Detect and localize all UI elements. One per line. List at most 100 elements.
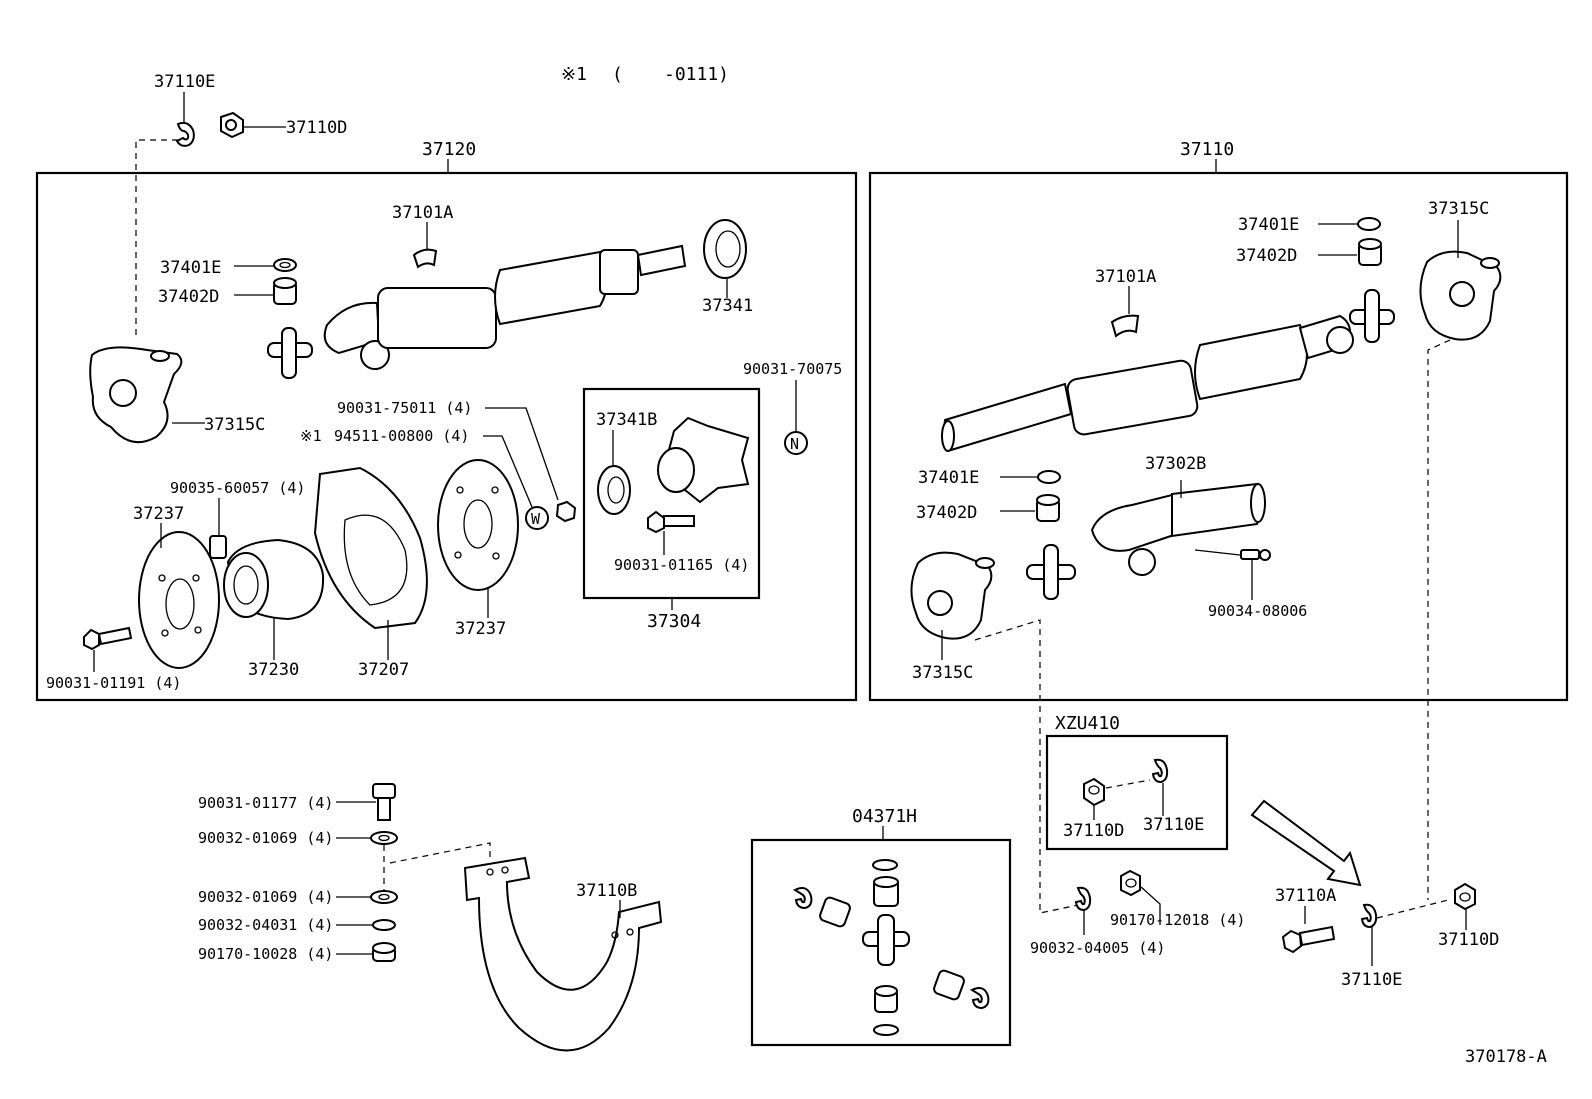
spider-kit-icon	[792, 859, 990, 1036]
sleeve-yoke-icon	[1090, 482, 1266, 576]
label-37302B: 37302B	[1145, 454, 1206, 474]
hanger-nut-icon	[372, 942, 396, 962]
label-37110A: 37110A	[1275, 886, 1336, 906]
bearing-shell-icon	[412, 248, 438, 269]
symbol-W: W	[531, 510, 541, 528]
hex-nut-top-icon	[220, 111, 244, 139]
center-bearing-bracket-icon	[313, 466, 428, 630]
nut-bottom-right-icon	[1454, 882, 1476, 911]
label-37401E-right-top: 37401E	[1238, 215, 1299, 235]
nut-bottom-mid-icon	[1120, 869, 1141, 897]
bracket-bolt-icon	[83, 626, 133, 651]
group-04371h-label: 04371H	[852, 806, 917, 827]
center-bearing-seal-icon	[597, 465, 631, 515]
lock-washer-hanger-icon	[372, 919, 396, 931]
label-37341B: 37341B	[596, 410, 657, 430]
flange-yoke-right-top-icon	[1419, 250, 1502, 341]
symbol-W-icon: W	[525, 506, 549, 530]
label-90170-12018: 90170-12018 (4)	[1110, 911, 1245, 929]
spider-kit-box	[750, 838, 1012, 1047]
label-37110D-bottom: 37110D	[1438, 930, 1499, 950]
label-90032-01069-a: 90032-01069 (4)	[198, 829, 333, 847]
lock-washer-bottom-right-icon	[1360, 903, 1378, 929]
label-37401E-left: 37401E	[160, 258, 221, 278]
flange-bolt-bottom-icon	[1281, 925, 1336, 954]
hanger-bolt-icon	[372, 783, 396, 821]
bearing-cushion-icon	[223, 538, 325, 621]
propeller-shaft-left-icon	[323, 244, 687, 370]
header-range-value: -0111)	[664, 64, 729, 85]
snap-ring-right-top-icon	[1357, 217, 1381, 231]
label-90031-01191: 90031-01191 (4)	[46, 674, 181, 692]
label-90032-04031: 90032-04031 (4)	[198, 916, 333, 934]
header-note: ※1 ( -0111)	[561, 64, 729, 85]
label-90170-10028: 90170-10028 (4)	[198, 945, 333, 963]
bearing-cup-right-low-icon	[1036, 494, 1060, 522]
washer-b-icon	[370, 890, 398, 904]
flange-yoke-left-icon	[89, 346, 183, 444]
universal-joint-spider-icon	[267, 327, 313, 379]
label-37402D-right-top: 37402D	[1236, 246, 1297, 266]
snap-ring-icon	[273, 258, 297, 272]
snap-ring-right-low-icon	[1037, 470, 1061, 484]
label-37110D-top: 37110D	[286, 118, 347, 138]
label-94511-mark: ※1	[300, 427, 322, 445]
flange-nut-icon	[555, 500, 577, 523]
propeller-shaft-right-icon	[941, 314, 1354, 452]
label-37402D-right-low: 37402D	[916, 503, 977, 523]
hex-nut-xzu-icon	[1083, 777, 1105, 807]
variant-box	[1045, 734, 1229, 851]
label-37110E-bottom: 37110E	[1341, 970, 1402, 990]
label-37110E-xzu: 37110E	[1143, 815, 1204, 835]
lock-washer-xzu-icon	[1151, 758, 1169, 784]
label-90032-01069-b: 90032-01069 (4)	[198, 888, 333, 906]
symbol-N-icon: N	[784, 431, 808, 455]
label-37401E-right-low: 37401E	[918, 468, 979, 488]
bearing-shell-right-icon	[1110, 314, 1140, 338]
label-90031-70075: 90031-70075	[743, 360, 842, 378]
direction-arrow-icon	[1250, 799, 1362, 887]
cushion-pin-icon	[209, 535, 227, 559]
lock-washer-bottom-mid-icon	[1074, 886, 1092, 912]
right-assembly-box	[868, 171, 1569, 702]
group-xzu410-label: XZU410	[1055, 713, 1120, 734]
label-90031-01177: 90031-01177 (4)	[198, 794, 333, 812]
label-37101A-right: 37101A	[1095, 267, 1156, 287]
label-37207: 37207	[358, 660, 409, 680]
diagram-code: 370178-A	[1465, 1047, 1547, 1067]
flange-yoke-right-low-icon	[910, 551, 995, 640]
left-assembly-box	[35, 171, 858, 702]
label-37110D-xzu: 37110D	[1063, 821, 1124, 841]
group-37110-label: 37110	[1180, 139, 1234, 160]
group-37120-label: 37120	[422, 139, 476, 160]
center-support-hanger-icon	[463, 856, 663, 1052]
washer-a-icon	[370, 831, 398, 845]
label-90035-60057: 90035-60057 (4)	[170, 479, 305, 497]
dust-deflector-mid-icon	[437, 459, 519, 591]
dust-deflector-left-icon	[138, 531, 220, 669]
label-94511-00800: 94511-00800 (4)	[334, 427, 469, 445]
label-90032-04005: 90032-04005 (4)	[1030, 939, 1165, 957]
label-90031-01165: 90031-01165 (4)	[614, 556, 749, 574]
header-range-open: (	[612, 64, 623, 85]
label-90031-75011: 90031-75011 (4)	[337, 399, 472, 417]
label-37315C-right-top: 37315C	[1428, 199, 1489, 219]
flange-bolt-icon	[647, 510, 695, 534]
oil-seal-icon	[703, 219, 747, 279]
lock-washer-top-icon	[175, 121, 195, 147]
bearing-cup-icon	[273, 277, 297, 305]
label-37101A-left: 37101A	[392, 203, 453, 223]
label-37237-left: 37237	[133, 504, 184, 524]
label-37110E-top: 37110E	[154, 72, 215, 92]
universal-joint-spider-right-top-icon	[1349, 289, 1395, 343]
companion-flange-icon	[657, 416, 750, 504]
label-37315C-left: 37315C	[204, 415, 265, 435]
label-37230: 37230	[248, 660, 299, 680]
label-37341: 37341	[702, 296, 753, 316]
symbol-N: N	[790, 435, 799, 453]
label-37110B: 37110B	[576, 881, 637, 901]
bearing-cup-right-top-icon	[1358, 238, 1382, 266]
universal-joint-spider-right-low-icon	[1026, 544, 1076, 600]
grease-fitting-icon	[1240, 549, 1271, 561]
